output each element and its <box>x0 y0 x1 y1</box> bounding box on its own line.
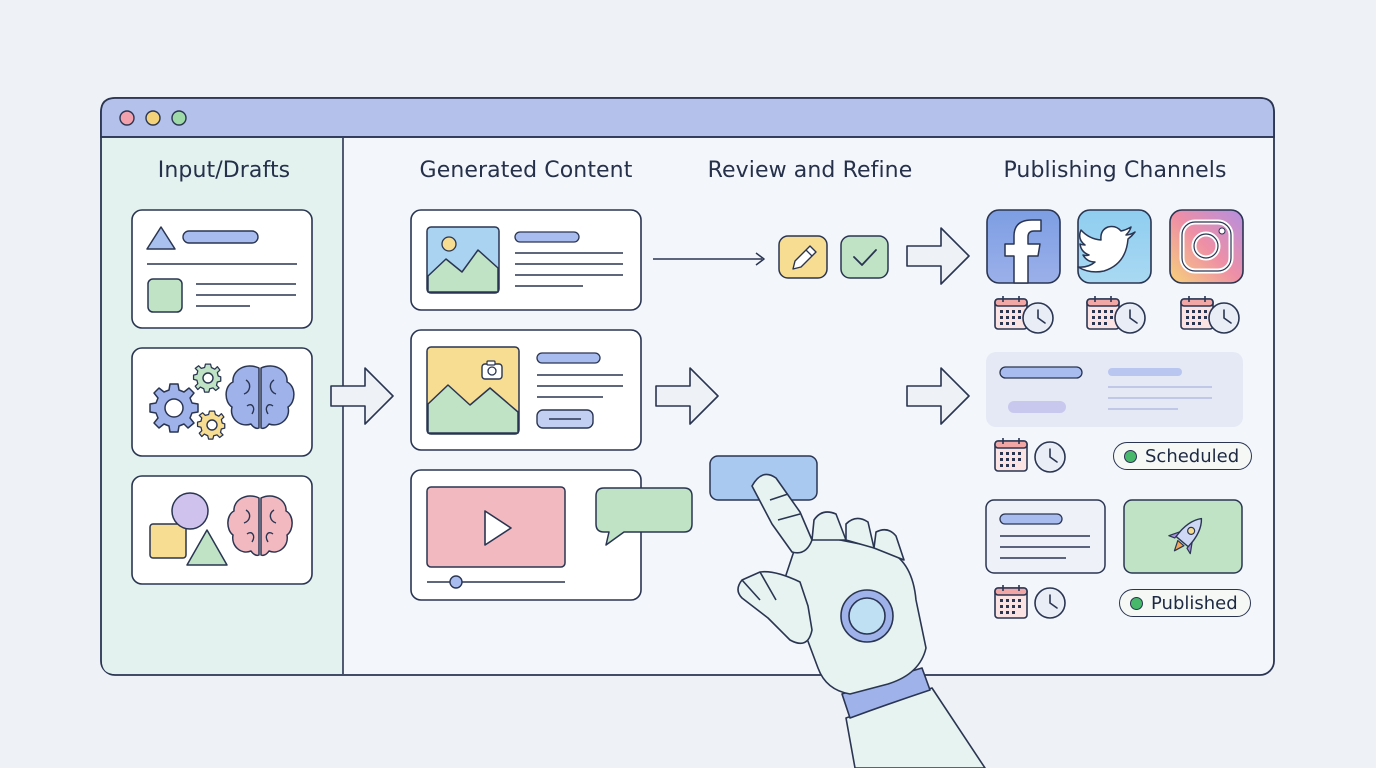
clock-icon <box>1208 302 1240 334</box>
maximize-dot-icon[interactable] <box>171 110 187 126</box>
pencil-icon <box>792 245 817 270</box>
instagram-icon[interactable] <box>1169 209 1244 284</box>
queued-post-card[interactable] <box>986 352 1243 427</box>
gear-small-green-icon <box>192 363 222 393</box>
check-icon <box>853 249 877 266</box>
play-icon <box>484 510 512 546</box>
status-label: Published <box>1151 592 1238 614</box>
launch-card[interactable] <box>1123 499 1243 574</box>
generated-card-video[interactable] <box>410 469 642 601</box>
approve-button[interactable] <box>840 235 889 279</box>
brain-pink-icon <box>227 495 293 557</box>
comment-bubble-icon <box>595 487 693 546</box>
square-shape-icon <box>147 278 183 313</box>
calendar-icon <box>994 295 1028 330</box>
generated-card-image[interactable] <box>410 209 642 311</box>
square-shape-icon <box>149 523 187 559</box>
status-label: Scheduled <box>1145 445 1240 467</box>
clock-icon <box>1022 302 1054 334</box>
generated-card-photo[interactable] <box>410 329 642 451</box>
column-title-generated: Generated Content <box>419 158 633 183</box>
close-dot-icon[interactable] <box>119 110 135 126</box>
calendar-icon <box>1180 295 1214 330</box>
published-post-card[interactable] <box>985 499 1106 574</box>
draft-card-1[interactable] <box>131 209 313 329</box>
triangle-shape-icon <box>146 226 176 250</box>
status-badge-published: Published <box>1119 589 1251 617</box>
draft-card-2[interactable] <box>131 347 313 457</box>
rocket-icon <box>1168 517 1203 555</box>
video-scrubber[interactable] <box>449 575 463 589</box>
calendar-icon <box>1086 295 1120 330</box>
draft-card-3[interactable] <box>131 475 313 585</box>
column-title-publishing: Publishing Channels <box>1003 158 1227 183</box>
clock-icon <box>1034 587 1066 619</box>
triangle-shape-icon <box>186 529 228 566</box>
calendar-icon <box>994 584 1028 619</box>
column-title-review: Review and Refine <box>707 158 913 183</box>
robot-hand-illustration <box>737 473 986 768</box>
gear-icon <box>149 383 199 433</box>
twitter-icon[interactable] <box>1077 209 1152 284</box>
status-badge-scheduled: Scheduled <box>1113 442 1253 470</box>
title-bar <box>100 97 1275 138</box>
facebook-icon[interactable] <box>986 209 1061 284</box>
status-dot-icon <box>1124 449 1137 463</box>
clock-icon <box>1034 441 1066 473</box>
gear-small-yellow-icon <box>196 410 226 440</box>
column-title-input: Input/Drafts <box>157 158 291 183</box>
circle-shape-icon <box>171 492 209 530</box>
camera-icon <box>481 360 503 380</box>
clock-icon <box>1114 302 1146 334</box>
calendar-icon <box>994 437 1028 472</box>
brain-icon <box>225 365 295 430</box>
minimize-dot-icon[interactable] <box>145 110 161 126</box>
edit-button[interactable] <box>778 235 828 279</box>
status-dot-icon <box>1130 596 1143 610</box>
